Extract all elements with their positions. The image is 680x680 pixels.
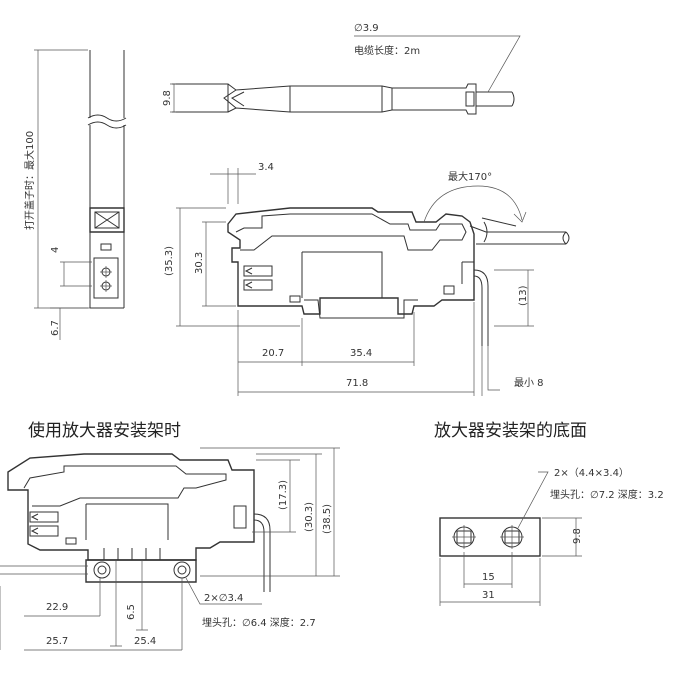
bracket-bottom-counterbore-note: 埋头孔：∅7.2 深度：3.2 <box>550 488 664 501</box>
side-view-lid-note: 打开盖子时：最大100 <box>23 131 36 230</box>
bracket-bottom-dim-9-8: 9.8 <box>572 528 583 544</box>
front-view-dim-35-4: 35.4 <box>350 348 372 359</box>
front-view-dim-3-4: 3.4 <box>258 162 274 173</box>
bracket-use-holes-note: 2×∅3.4 <box>204 593 243 604</box>
bracket-bottom-dim-31: 31 <box>482 590 495 601</box>
front-view-dim-71-8: 71.8 <box>346 378 368 389</box>
front-view: 3.4 最大170° (35.3) 30.3 (13) 20.7 35.4 71… <box>164 162 570 396</box>
front-view-dim-35-3: (35.3) <box>164 246 175 276</box>
front-view-dim-13: (13) <box>518 285 529 306</box>
bracket-bottom-slot-note: 2×（4.4×3.4） <box>554 467 629 479</box>
top-view: ∅3.9 电缆长度：2m 9.8 <box>162 23 521 115</box>
bracket-use-dim-38-5: (38.5) <box>322 504 333 534</box>
bracket-use-dim-22-9: 22.9 <box>46 602 68 613</box>
bracket-bottom-view: 2×（4.4×3.4） 埋头孔：∅7.2 深度：3.2 9.8 15 31 <box>439 467 664 606</box>
top-view-dim-9-8: 9.8 <box>162 90 173 106</box>
bracket-use-dim-25-7: 25.7 <box>46 636 68 647</box>
side-view-dim-6-7: 6.7 <box>50 320 61 336</box>
bracket-bottom-title: 放大器安装架的底面 <box>434 421 587 441</box>
bracket-use-dim-25-4: 25.4 <box>134 636 156 647</box>
bracket-use-dim-6-5: 6.5 <box>126 604 137 620</box>
front-view-max-angle: 最大170° <box>448 170 492 183</box>
front-view-min-bend: 最小 8 <box>514 377 544 389</box>
bracket-use-dim-30-3: (30.3) <box>304 502 315 532</box>
top-view-cable-length: 电缆长度：2m <box>354 44 420 57</box>
bracket-use-dim-17-3: (17.3) <box>278 480 289 510</box>
bracket-use-counterbore-note: 埋头孔：∅6.4 深度：2.7 <box>202 616 316 629</box>
side-view: 打开盖子时：最大100 4 6.7 <box>23 49 127 340</box>
front-view-dim-20-7: 20.7 <box>262 348 284 359</box>
bracket-use-title: 使用放大器安装架时 <box>28 420 181 441</box>
side-view-dim-4: 4 <box>50 247 61 253</box>
bracket-use-view: (17.3) (30.3) (38.5) 22.9 6.5 25.7 25.4 … <box>0 447 340 651</box>
bracket-bottom-dim-15: 15 <box>482 572 495 583</box>
front-view-dim-30-3: 30.3 <box>194 252 205 274</box>
top-view-cable-dia: ∅3.9 <box>354 23 379 34</box>
